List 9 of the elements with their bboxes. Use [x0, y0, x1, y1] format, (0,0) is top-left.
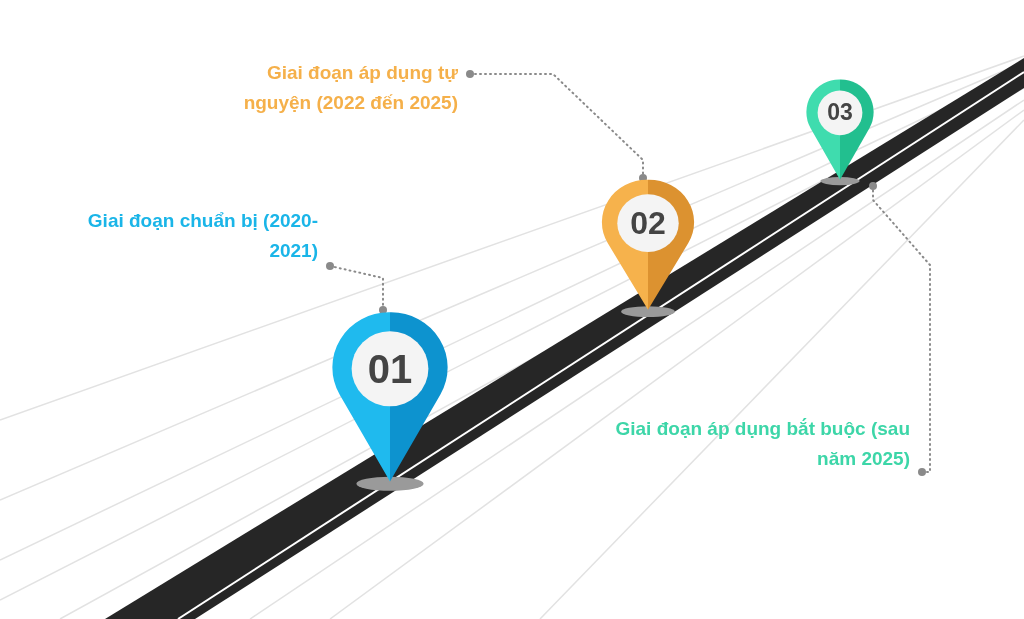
step-number: 03 — [826, 99, 854, 127]
step-number: 02 — [629, 203, 667, 243]
step-number: 01 — [366, 345, 414, 393]
phase-label: Giai đoạn áp dụng bắt buộc (sau năm 2025) — [614, 417, 911, 471]
phase-label: Giai đoạn chuẩn bị (2020-2021) — [86, 209, 319, 263]
leader-line — [466, 70, 647, 182]
leader-line — [869, 182, 931, 476]
phase-label: Giai đoạn áp dụng tự nguyện (2022 đến 2025) — [242, 61, 459, 115]
leader-line — [326, 262, 387, 314]
